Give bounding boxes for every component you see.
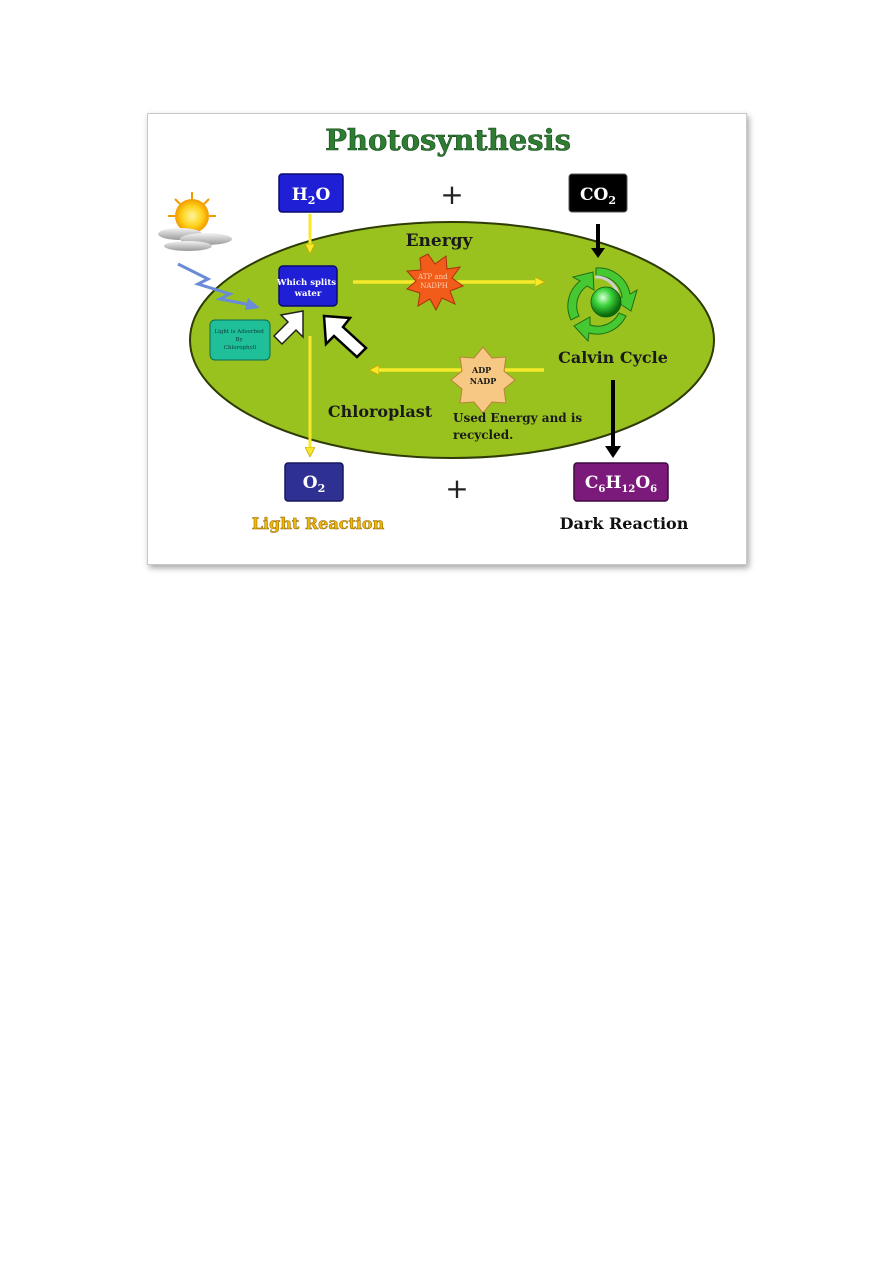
o2-box: O2 [284, 462, 344, 502]
svg-text:Used Energy and is recycle: Used Energy and is recycled. [453, 411, 586, 442]
adp-line-2: NADP [470, 376, 496, 386]
water-o: O [315, 185, 330, 205]
glucose-c: C [585, 473, 599, 493]
lightning-arrowhead-icon [245, 298, 260, 310]
diagram-title: Photosynthesis [325, 123, 571, 157]
light-reaction-label: Light Reaction [252, 514, 385, 533]
glucose-o-sub: 6 [650, 484, 657, 495]
water-box: H2O [278, 173, 344, 213]
split-water-box: Which splits water [276, 265, 339, 307]
plus-bottom: + [445, 472, 468, 505]
atp-line-1: ATP and [417, 273, 448, 281]
used-energy-line-2: recycled. [453, 428, 513, 442]
svg-text:CO2: CO2 [580, 185, 616, 207]
svg-text:C6H12O6: C6H12O6 [585, 473, 657, 495]
calvin-cycle-label: Calvin Cycle [558, 348, 668, 367]
glucose-box: C6H12O6 [573, 462, 669, 502]
split-water-line-2: water [294, 289, 322, 299]
svg-text:O2: O2 [303, 473, 325, 495]
arrow-calvin-head-icon [605, 446, 621, 458]
water-subscript: 2 [308, 194, 316, 207]
svg-text:Light is Adsorbed By: Light is Adsorbed By Chlorophyll [214, 329, 265, 351]
o2-subscript: 2 [318, 482, 326, 495]
chloroplast-label: Chloroplast [328, 402, 433, 421]
glucose-o: O [635, 473, 650, 493]
calvin-cycle-icon [567, 267, 638, 343]
white-arrow-left-icon [272, 310, 304, 346]
plus-top: + [440, 178, 463, 211]
svg-text:H2O: H2O [292, 185, 331, 207]
photosynthesis-diagram: Photosynthesis H2O + CO2 [158, 123, 715, 533]
light-absorbed-line-3: Chlorophyll [224, 345, 257, 351]
svg-text:ATP and NADPH: ATP and NADPH [417, 273, 450, 290]
o2-main: O [303, 473, 318, 493]
glucose-h: H [605, 473, 621, 493]
white-arrow-right-icon [322, 314, 368, 359]
dark-reaction-label: Dark Reaction [560, 514, 689, 533]
photosynthesis-slide: Photosynthesis H2O + CO2 [147, 113, 747, 565]
svg-text:Which splits water: Which splits water [276, 278, 339, 299]
co2-subscript: 2 [608, 194, 616, 207]
energy-label: Energy [406, 231, 474, 251]
adp-line-1: ADP [471, 365, 491, 375]
atp-line-2: NADPH [420, 282, 448, 290]
svg-text:ADP NADP: ADP NADP [470, 365, 496, 386]
co2-main: CO [580, 185, 609, 205]
co2-box: CO2 [568, 173, 628, 213]
adp-nadp-star: ADP NADP [450, 346, 516, 414]
light-absorbed-line-2: By [236, 337, 244, 343]
arrow-co2-head-icon [591, 248, 605, 258]
lightning-bolt-icon [177, 262, 257, 308]
light-absorbed-box: Light is Adsorbed By Chlorophyll [209, 319, 271, 361]
atp-nadph-burst: ATP and NADPH [405, 253, 465, 312]
split-water-line-1: Which splits [276, 278, 336, 288]
used-energy-line-1: Used Energy and is [453, 411, 582, 425]
glucose-h-sub: 12 [621, 484, 635, 495]
water-h: H [292, 185, 308, 205]
sun-icon [158, 192, 232, 251]
light-absorbed-line-1: Light is Adsorbed [214, 329, 264, 335]
glucose-c-sub: 6 [598, 484, 605, 495]
